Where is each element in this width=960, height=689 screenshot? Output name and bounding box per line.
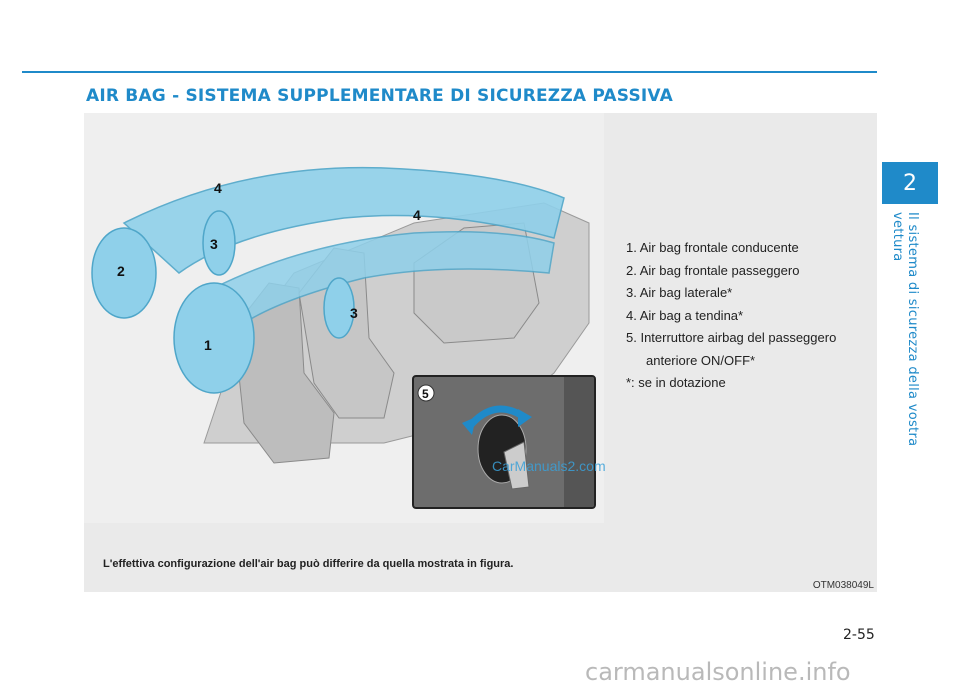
- legend-footnote: *: se in dotazione: [626, 375, 726, 390]
- callout-5: 5: [422, 387, 429, 401]
- driver-front-airbag: [173, 282, 255, 394]
- callout-3a: 3: [210, 236, 218, 252]
- callout-1: 1: [204, 337, 212, 353]
- legend-item-3: 3. Air bag laterale*: [626, 285, 733, 300]
- curtain-airbag-right: [212, 231, 555, 324]
- callout-4b: 4: [413, 207, 421, 223]
- callout-4a: 4: [214, 180, 222, 196]
- passenger-front-airbag: [91, 227, 157, 319]
- arrow-head-left: [462, 417, 476, 435]
- airbag-legend: 1. Air bag frontale conducente 2. Air ba…: [626, 237, 836, 395]
- page-number: 2-55: [843, 627, 875, 643]
- door-edge: [564, 377, 594, 507]
- side-airbag-front: [202, 210, 236, 276]
- callout-3b: 3: [350, 305, 358, 321]
- watermark: CarManuals2.com: [492, 458, 606, 474]
- side-airbag-rear: [323, 277, 355, 339]
- figure-panel: 1 2 3 3 4 4 5 CarManuals2.com 1. Air bag…: [84, 113, 877, 592]
- legend-item-1: 1. Air bag frontale conducente: [626, 240, 799, 255]
- legend-item-4: 4. Air bag a tendina*: [626, 307, 744, 323]
- chapter-tab[interactable]: 2: [882, 162, 938, 204]
- figure-caption: L'effettiva configurazione dell'air bag …: [103, 558, 514, 570]
- legend-item-5-cont: anteriore ON/OFF*: [646, 352, 756, 368]
- switch-detail: 5: [417, 377, 594, 507]
- arrow-head-right: [518, 409, 532, 427]
- callout-5-badge: [417, 384, 435, 402]
- page-title: AIR BAG - SISTEMA SUPPLEMENTARE DI SICUR…: [86, 86, 673, 106]
- header-rule: [22, 71, 877, 73]
- curtain-airbag: [122, 166, 565, 274]
- footer-site: carmanualsonline.info: [585, 658, 851, 686]
- airbag-illustration: 1 2 3 3 4 4 5 CarManuals2.com: [84, 113, 606, 523]
- legend-item-5: 5. Interruttore airbag del passeggero: [626, 330, 837, 345]
- key-icon: [503, 441, 530, 490]
- switch-inset: 5: [412, 375, 596, 509]
- chapter-side-title: Il sistema di sicurezza della vostra vet…: [890, 212, 920, 447]
- figure-code: OTM038049L: [812, 580, 874, 591]
- legend-item-2: 2. Air bag frontale passeggero: [626, 262, 800, 278]
- callout-2: 2: [117, 263, 125, 279]
